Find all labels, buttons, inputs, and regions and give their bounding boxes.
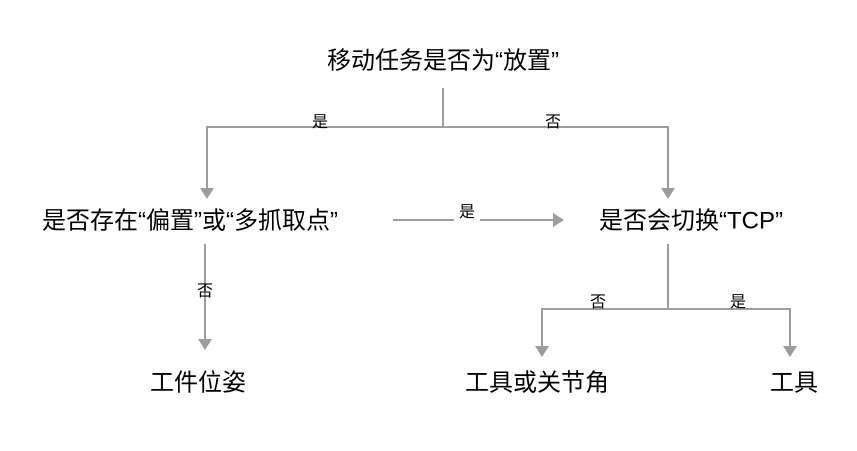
decision-node-tcp-switch: 是否会切换“TCP” — [599, 207, 783, 235]
decision-node-offset-grasp: 是否存在“偏置”或“多抓取点” — [42, 207, 338, 235]
connector-tcp-to-tooljoint — [541, 308, 543, 346]
edge-label-yes: 是 — [453, 204, 481, 222]
arrow-down-icon — [535, 346, 549, 357]
edge-label-yes: 是 — [311, 114, 329, 132]
result-node-tool-or-joint: 工具或关节角 — [465, 369, 609, 397]
edge-label-no: 否 — [544, 114, 562, 132]
arrow-down-icon — [198, 339, 212, 350]
connector-root-down — [442, 88, 444, 127]
arrow-right-icon — [553, 213, 564, 227]
connector-tcp-down — [667, 244, 669, 308]
arrow-down-icon — [200, 188, 214, 199]
result-node-tool: 工具 — [770, 369, 818, 397]
connector-branch2 — [541, 308, 791, 310]
arrow-down-icon — [783, 346, 797, 357]
edge-label-no: 否 — [196, 283, 214, 301]
edge-label-no: 否 — [589, 294, 607, 312]
connector-root-to-offset — [206, 126, 208, 188]
connector-tcp-to-tool — [789, 308, 791, 346]
arrow-down-icon — [661, 188, 675, 199]
connector-branch1 — [206, 126, 669, 128]
decision-node-move-task: 移动任务是否为“放置” — [327, 47, 559, 75]
edge-label-yes: 是 — [729, 294, 747, 312]
connector-offset-to-pose — [204, 244, 206, 339]
connector-root-to-tcp — [667, 126, 669, 188]
result-node-workpiece-pose: 工件位姿 — [150, 369, 246, 397]
